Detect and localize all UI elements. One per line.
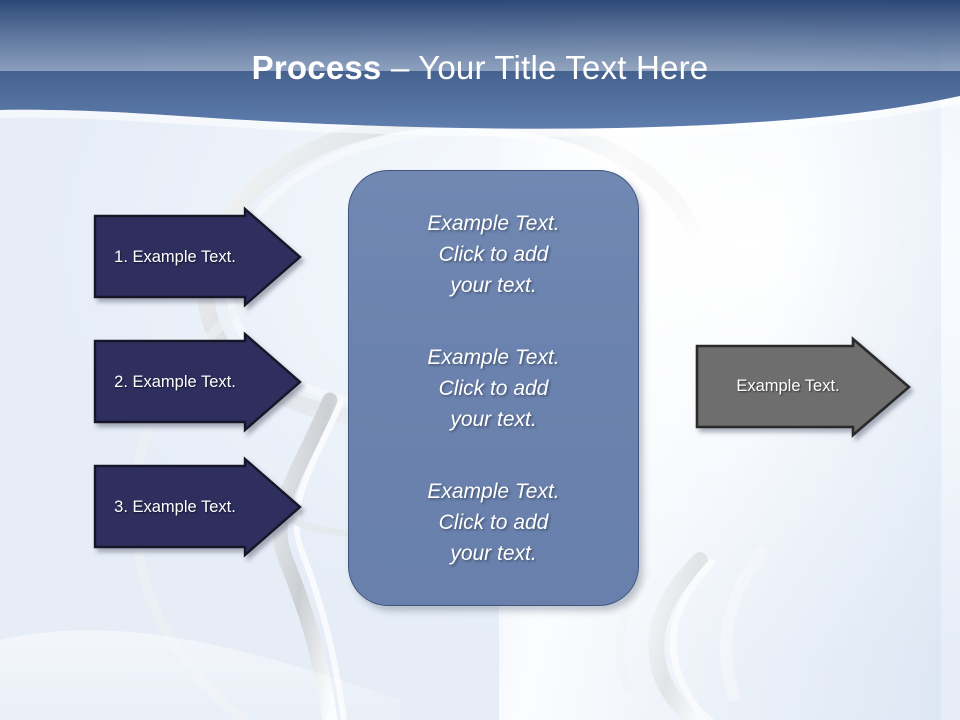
process-step-arrow-3-label: 3. Example Text. xyxy=(114,498,236,516)
process-step-arrow-3[interactable]: 3. Example Text. xyxy=(90,455,305,570)
center-box-paragraph-1: Example Text. Click to add your text. xyxy=(427,211,560,297)
process-step-arrow-2[interactable]: 2. Example Text. xyxy=(90,330,305,445)
result-arrow[interactable]: Example Text. xyxy=(690,334,915,449)
process-step-arrow-1[interactable]: 1. Example Text. xyxy=(90,205,305,320)
result-arrow-label: Example Text. xyxy=(736,377,840,395)
process-step-arrow-1-label: 1. Example Text. xyxy=(114,248,236,266)
title-bold-part: Process xyxy=(251,49,382,86)
page-title: Process – Your Title Text Here xyxy=(0,48,960,88)
title-regular-part: – Your Title Text Here xyxy=(381,49,709,86)
center-box-paragraph-2: Example Text. Click to add your text. xyxy=(427,345,560,431)
process-step-arrow-2-label: 2. Example Text. xyxy=(114,373,236,391)
center-content-box[interactable]: Example Text. Click to add your text. Ex… xyxy=(348,170,639,606)
center-box-paragraph-3: Example Text. Click to add your text. xyxy=(427,479,560,565)
